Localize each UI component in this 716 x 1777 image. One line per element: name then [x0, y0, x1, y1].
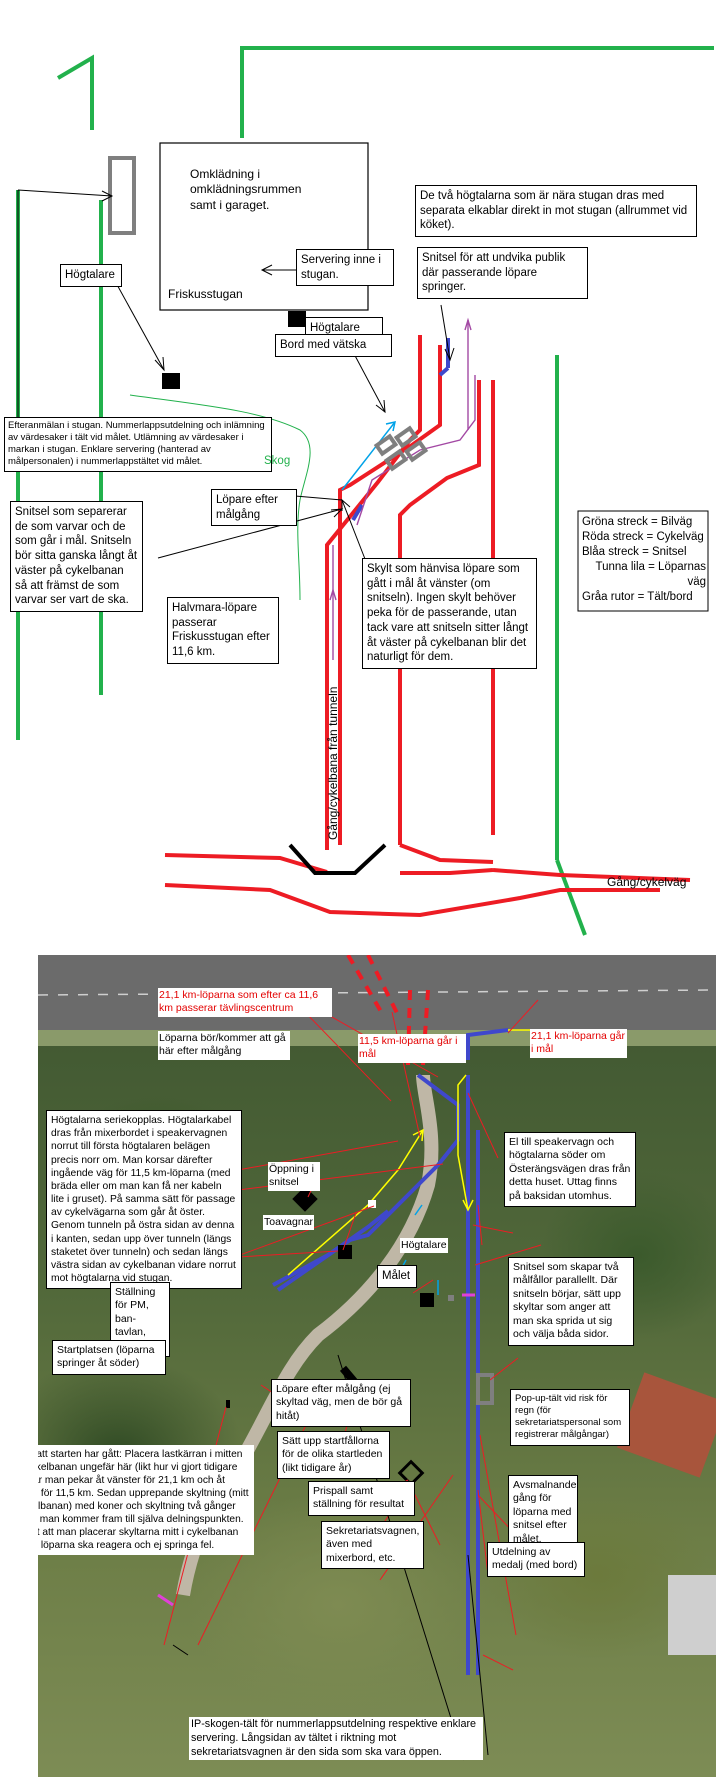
legend-box	[577, 510, 709, 612]
sketch-map	[16, 46, 714, 936]
legend-item-snitsel: Blåa streck = Snitsel	[582, 545, 687, 558]
note-halvmara: Halvmara-löpare passerar Friskusstugan e…	[167, 597, 279, 664]
building-garage	[108, 156, 136, 235]
note-startfallorna: Sätt upp startfållorna för de olika star…	[277, 1431, 390, 1480]
legend-item-bilvag: Gröna streck = Bilväg	[582, 516, 693, 528]
label-gang-cykelvag: Gång/cykelväg	[607, 875, 687, 889]
tunnel-mark	[288, 843, 387, 875]
label-friskusstugan: Friskusstugan	[168, 287, 243, 301]
note-snitsel-separerar: Snitsel som separerar de som varvar och …	[10, 501, 143, 613]
legend-item-loparnas-vag: Tunna lila = Löparnas väg	[595, 560, 707, 588]
note-snitsel-tva: Snitsel som skapar två målfållor paralle…	[508, 1257, 634, 1346]
note-efteranmalan: Efteranmälan i stugan. Nummerlappsutdeln…	[4, 417, 272, 472]
label-hogtalare: Högtalare	[400, 1238, 448, 1254]
note-km115-mal: 11,5 km-löparna går i mål	[358, 1034, 466, 1063]
note-startplatsen: Startplatsen (löparna springer åt söder)	[52, 1340, 166, 1375]
note-lopare-bor: Löparna bör/kommer att gå här efter målg…	[158, 1031, 290, 1060]
legend-item-cykelvag: Röda streck = Cykelväg	[582, 530, 704, 543]
yellow-arrows	[287, 1029, 538, 1276]
marker-ip-talt	[397, 1459, 425, 1487]
marker-hogtalare	[338, 1245, 352, 1259]
note-efter-starten: Efter att starten har gått: Placera last…	[38, 1445, 254, 1556]
note-servering: Servering inne i stugan.	[296, 249, 394, 287]
car-roads	[16, 46, 714, 936]
note-popup: Pop-up-tält vid risk för regn (för sekre…	[510, 1389, 630, 1446]
note-hogtalarna-tva: De två högtalarna som är nära stugan dra…	[415, 185, 697, 238]
label-skog: Skog	[264, 455, 291, 467]
note-km21-mal: 21,1 km-löparna går i mål	[530, 1029, 627, 1058]
note-hogtalarna-serie: Högtalarna seriekopplas. Högtalarkabel d…	[46, 1110, 242, 1290]
building-friskusstugan	[159, 142, 369, 311]
speaker-left	[162, 373, 180, 389]
note-ip-skogen: IP-skogen-tält för nummerlappsutdelning …	[189, 1717, 483, 1761]
marker-malet	[420, 1293, 434, 1307]
note-utdelning: Utdelning av medalj (med bord)	[487, 1542, 585, 1577]
aerial-photo: 21,1 km-löparna som efter ca 11,6 km pas…	[38, 955, 716, 1777]
map-legend: Gröna streck = Bilväg Röda streck = Cyke…	[582, 515, 706, 605]
note-avsmalnande: Avsmalnande gång för löparna med snitsel…	[508, 1475, 578, 1551]
label-toavagnar: Toavagnar	[263, 1215, 315, 1231]
house-red-roof	[616, 1372, 716, 1478]
note-prispall: Prispall samt ställning för resultat	[308, 1481, 415, 1516]
note-el-speakervagn: El till speakervagn och högtalarna söder…	[504, 1132, 636, 1208]
label-gang-tunneln: Gång/cykelbana från tunneln	[326, 686, 340, 840]
pointer-lines	[17, 189, 455, 560]
snitsel-lines	[351, 338, 450, 522]
speaker-mid	[288, 311, 306, 327]
tent-sekretariat	[476, 1373, 494, 1405]
note-lopare-efter: Löpare efter målgång (ej skyltad väg, me…	[271, 1379, 411, 1428]
note-snitsel-undvika: Snitsel för att undvika publik där passe…	[417, 247, 588, 300]
label-malet: Målet	[377, 1265, 417, 1288]
cyan-arrow	[341, 421, 396, 491]
note-skylt: Skylt som hänvisa löpare som gått i mål …	[362, 558, 537, 670]
note-km21-passerar: 21,1 km-löparna som efter ca 11,6 km pas…	[158, 988, 332, 1017]
runners-path	[329, 317, 476, 660]
label-hogtalare-left: Högtalare	[60, 264, 122, 287]
note-lopare-efter: Löpare efter målgång	[211, 489, 297, 527]
label-bord-vatska: Bord med vätska	[275, 334, 392, 357]
forest-boundary	[129, 394, 311, 601]
tents	[373, 425, 429, 472]
label-oppning: Öppning i snitsel	[268, 1162, 320, 1191]
note-sekretariatsvagnen: Sekretariatsvagnen, även med mixerbord, …	[321, 1521, 424, 1570]
legend-item-talt: Gråa rutor = Tält/bord	[582, 590, 693, 603]
note-omkladning: Omklädning i omklädningsrummen samt i ga…	[190, 167, 302, 212]
road-osterangsvagen	[38, 955, 716, 1030]
